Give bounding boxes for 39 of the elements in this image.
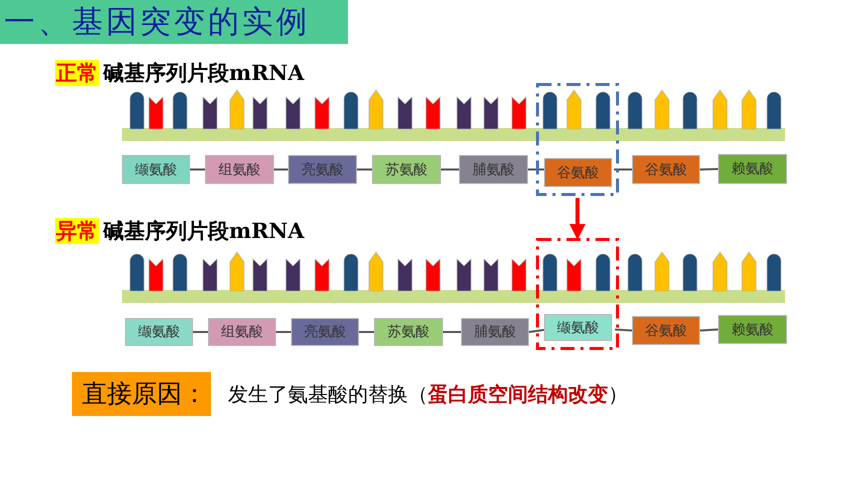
amino-acid-box: 苏氨酸 — [374, 318, 443, 346]
amino-acid-box: 亮氨酸 — [288, 155, 357, 184]
amino-acid-box: 谷氨酸 — [544, 158, 612, 187]
title-banner: 一、基因突变的实例 — [0, 0, 348, 44]
sequence-heading: 碱基序列片段mRNA — [103, 218, 304, 244]
amino-acid-box: 赖氨酸 — [718, 315, 787, 344]
amino-acid-box: 组氨酸 — [205, 155, 274, 184]
amino-acid-box: 脯氨酸 — [459, 155, 528, 184]
connector-line — [359, 331, 374, 333]
connector-line — [357, 168, 372, 170]
connector-line — [190, 168, 205, 170]
amino-acid-box: 赖氨酸 — [718, 154, 787, 184]
connector-line — [443, 331, 461, 333]
arrow — [570, 198, 586, 240]
amino-acid-box: 缬氨酸 — [125, 318, 193, 346]
dashed-frame — [536, 83, 619, 196]
cause-sentence: 发生了氨基酸的替换（蛋白质空间结构改变） — [228, 381, 628, 408]
highlighted-label: 异常 — [55, 218, 99, 244]
connector-line — [614, 328, 632, 332]
connector-line — [276, 331, 291, 333]
amino-acid-box: 苏氨酸 — [372, 155, 441, 184]
connector-line — [274, 168, 288, 170]
amino-acid-box: 亮氨酸 — [291, 318, 359, 346]
amino-acid-box: 脯氨酸 — [461, 318, 529, 346]
cause-label: 直接原因： — [72, 372, 211, 416]
connector-line — [700, 168, 718, 170]
sequence-heading: 碱基序列片段mRNA — [103, 60, 304, 86]
connector-line — [441, 168, 459, 170]
connector-line — [528, 168, 546, 170]
dashed-frame — [536, 238, 619, 350]
amino-acid-box: 组氨酸 — [208, 318, 276, 346]
connector-line — [700, 328, 718, 332]
amino-acid-box: 缬氨酸 — [122, 155, 190, 184]
highlighted-label: 正常 — [55, 60, 99, 86]
amino-acid-box: 缬氨酸 — [544, 314, 612, 341]
connector-line — [193, 331, 208, 333]
connector-line — [614, 168, 632, 170]
amino-acid-box: 谷氨酸 — [632, 155, 700, 184]
amino-acid-box: 谷氨酸 — [632, 316, 700, 345]
